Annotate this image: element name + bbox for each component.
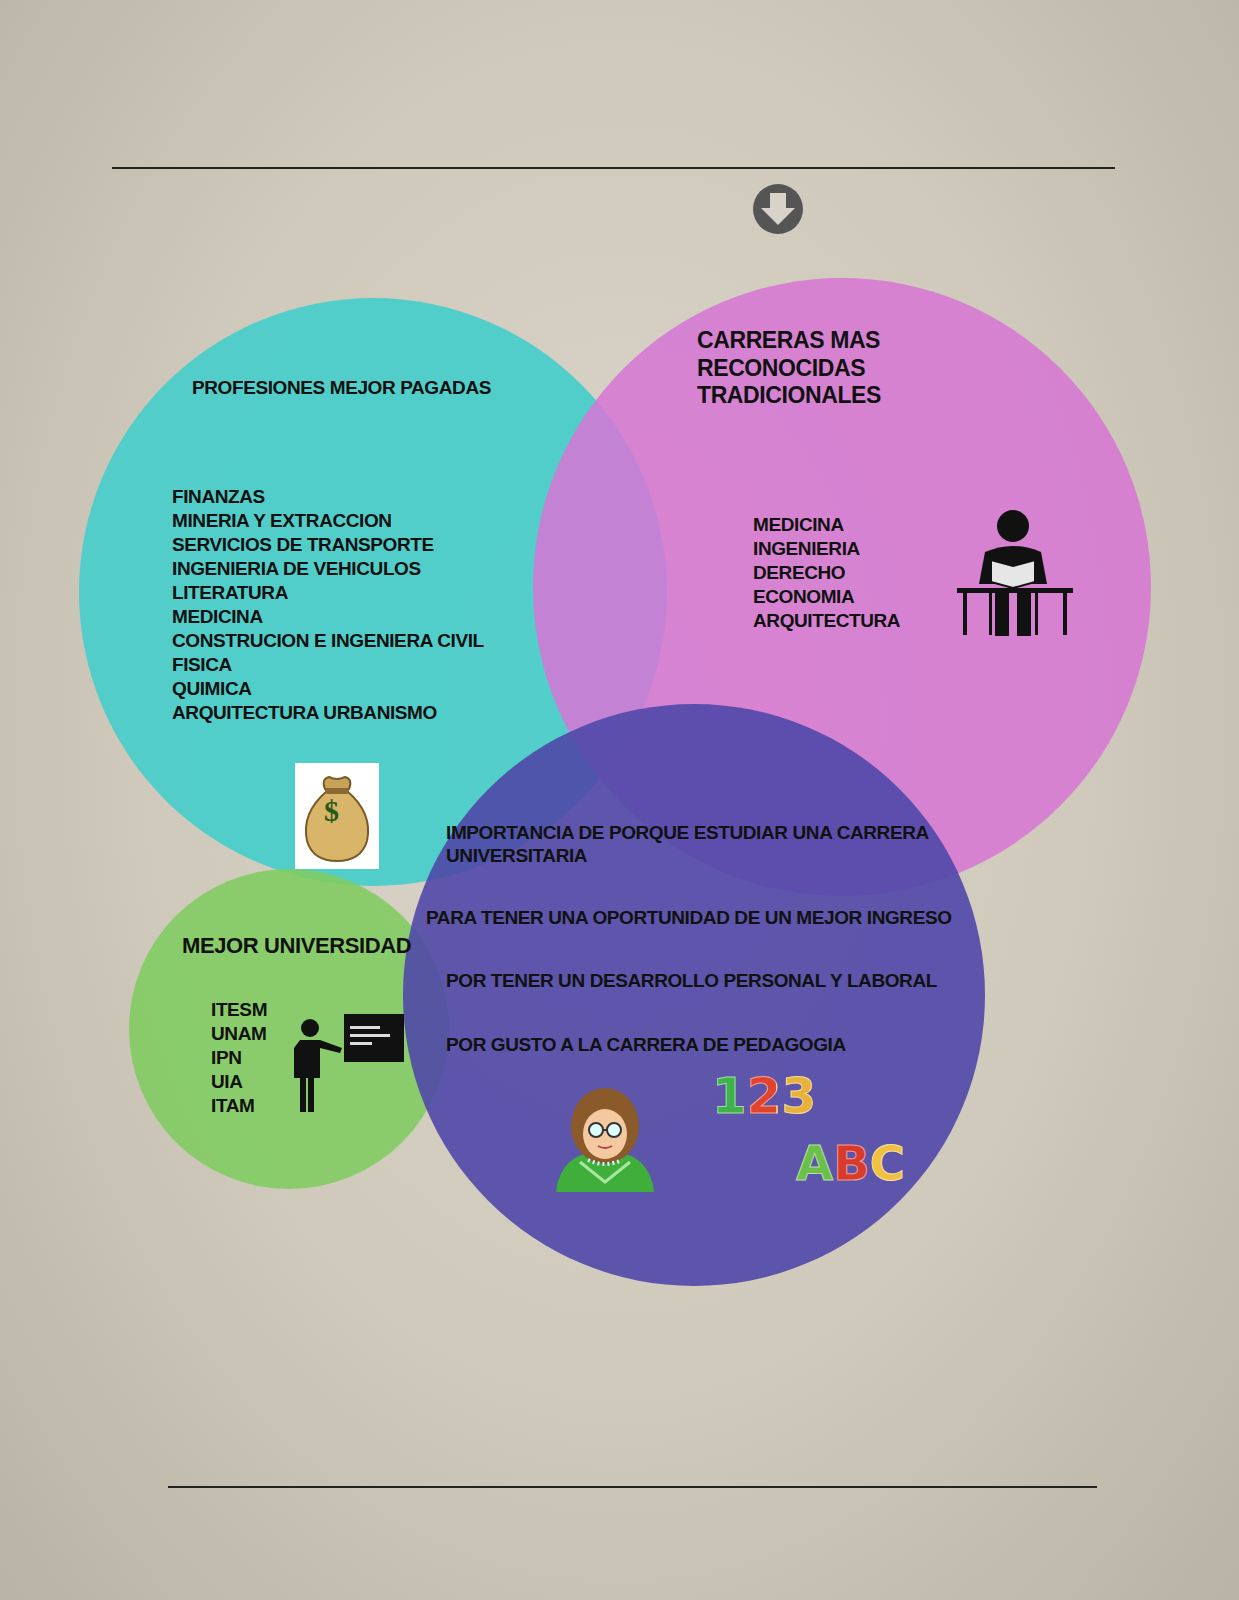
list-item: CONSTRUCION E INGENIERA CIVIL xyxy=(172,630,484,652)
circle-heading: IMPORTANCIA DE PORQUE ESTUDIAR UNA CARRE… xyxy=(446,822,946,868)
list-item: MEDICINA xyxy=(172,606,263,628)
list-item: MINERIA Y EXTRACCION xyxy=(172,510,392,532)
list-item: POR GUSTO A LA CARRERA DE PEDAGOGIA xyxy=(446,1034,846,1056)
top-rule xyxy=(112,167,1115,169)
list-item: SERVICIOS DE TRANSPORTE xyxy=(172,534,434,556)
dollar-sign: $ xyxy=(324,794,339,828)
list-item: ECONOMIA xyxy=(753,586,854,608)
reading-student-icon xyxy=(955,508,1075,636)
list-item: QUIMICA xyxy=(172,678,252,700)
list-item: INGENIERIA xyxy=(753,538,860,560)
list-item: INGENIERIA DE VEHICULOS xyxy=(172,558,421,580)
list-item: FISICA xyxy=(172,654,232,676)
list-item: PARA TENER UNA OPORTUNIDAD DE UN MEJOR I… xyxy=(426,907,952,929)
venn-circle: IMPORTANCIA DE PORQUE ESTUDIAR UNA CARRE… xyxy=(403,704,985,1286)
down-arrow-icon xyxy=(753,184,803,234)
list-item: MEDICINA xyxy=(753,514,844,536)
list-item: UNAM xyxy=(211,1023,266,1045)
circle-heading: CARRERAS MAS RECONOCIDAS TRADICIONALES xyxy=(697,327,907,410)
circle-heading: PROFESIONES MEJOR PAGADAS xyxy=(192,377,491,399)
circle-heading: MEJOR UNIVERSIDAD xyxy=(182,933,411,958)
list-item: ARQUITECTURA URBANISMO xyxy=(172,702,437,724)
bottom-rule xyxy=(168,1486,1097,1488)
list-item: IPN xyxy=(211,1047,241,1069)
list-item: FINANZAS xyxy=(172,486,265,508)
teacher-avatar-icon xyxy=(550,1084,660,1194)
toy-letters: ABC xyxy=(796,1136,905,1191)
teacher-board-icon xyxy=(292,1012,412,1116)
list-item: UIA xyxy=(211,1071,243,1093)
list-item: LITERATURA xyxy=(172,582,288,604)
list-item: ARQUITECTURA xyxy=(753,610,900,632)
list-item: POR TENER UN DESARROLLO PERSONAL Y LABOR… xyxy=(446,970,937,992)
circle-outline xyxy=(403,704,985,1286)
list-item: DERECHO xyxy=(753,562,845,584)
list-item: ITAM xyxy=(211,1095,254,1117)
toy-letters: 123 xyxy=(712,1068,816,1126)
list-item: ITESM xyxy=(211,999,267,1021)
